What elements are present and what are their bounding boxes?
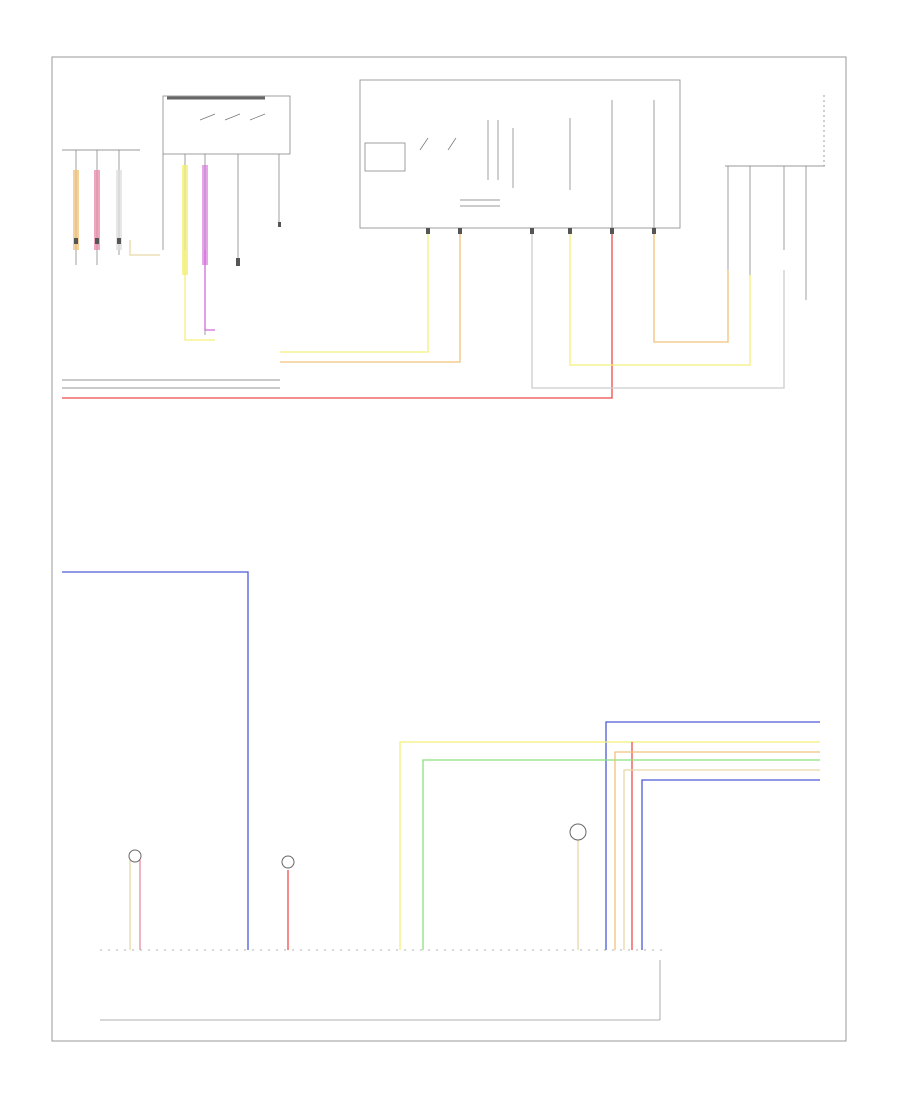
bottom-wires xyxy=(62,571,820,950)
top-wires xyxy=(62,228,785,399)
bottom-connector-row xyxy=(100,949,665,1021)
switch-module xyxy=(162,95,291,340)
top-connectors xyxy=(74,222,656,266)
bottom-components xyxy=(128,823,587,869)
left-module xyxy=(62,149,140,265)
diagram-frame xyxy=(51,56,847,1042)
right-module xyxy=(725,95,825,360)
junction-box xyxy=(359,79,681,229)
